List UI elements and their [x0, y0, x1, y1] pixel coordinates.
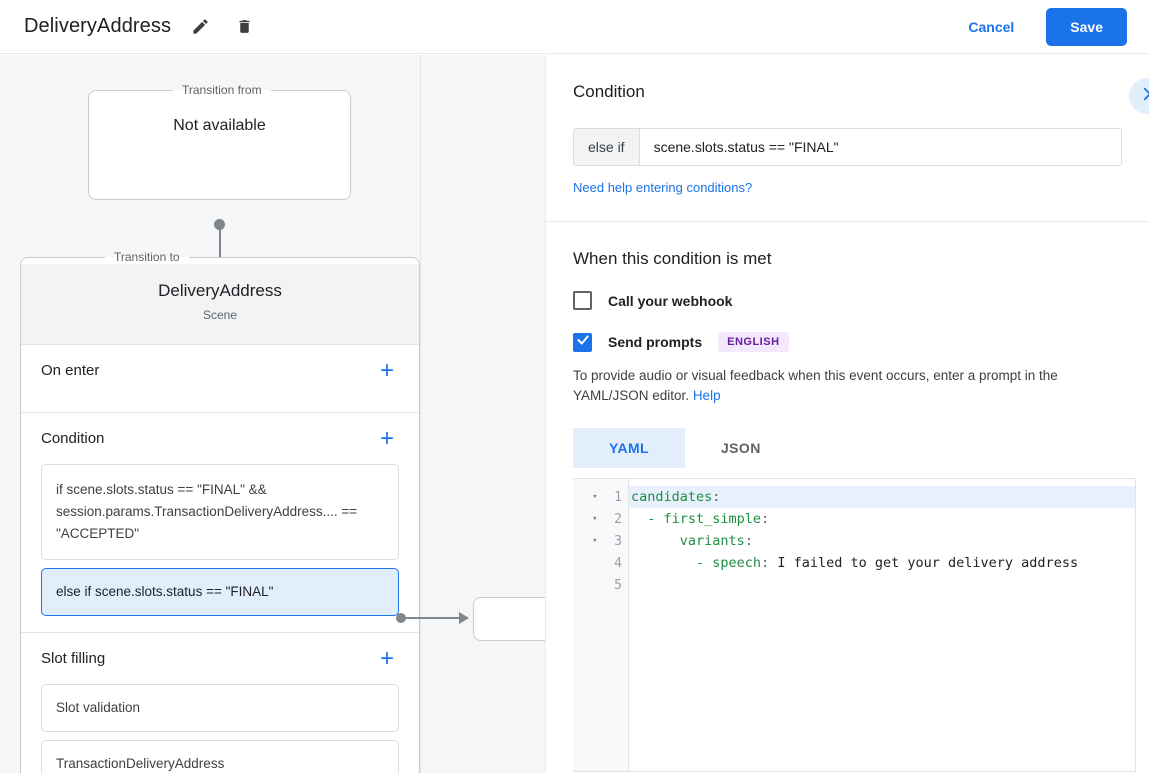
- pencil-icon: [191, 17, 210, 36]
- send-prompts-label: Send prompts: [608, 334, 703, 350]
- tab-yaml[interactable]: YAML: [573, 428, 685, 468]
- add-condition-button[interactable]: +: [379, 424, 394, 452]
- condition-item-selected[interactable]: else if scene.slots.status == "FINAL": [41, 568, 399, 616]
- section-slot-filling: Slot filling + Slot validation Transacti…: [21, 633, 419, 773]
- page-title: DeliveryAddress: [24, 15, 172, 37]
- transition-to-node[interactable]: Transition to DeliveryAddress Scene On e…: [20, 250, 420, 773]
- condition-section: Condition else if Need help entering con…: [546, 55, 1149, 222]
- language-badge: ENGLISH: [718, 332, 789, 352]
- editor-tabs: YAML JSON: [573, 428, 1122, 468]
- flow-canvas[interactable]: Transition from Not available Transition…: [0, 55, 545, 773]
- code-line[interactable]: - first_simple:: [647, 511, 770, 527]
- fold-triangle-icon[interactable]: ▾: [592, 514, 598, 524]
- prompts-hint-text: To provide audio or visual feedback when…: [573, 368, 1058, 403]
- checkmark-icon: [576, 333, 590, 352]
- condition-input-row[interactable]: else if: [573, 128, 1122, 166]
- fold-triangle-icon[interactable]: ▾: [592, 536, 598, 546]
- section-title-on-enter: On enter: [41, 362, 100, 379]
- line-number: 3: [614, 533, 622, 549]
- details-panel: Condition else if Need help entering con…: [546, 55, 1149, 773]
- section-on-enter: On enter +: [21, 345, 419, 413]
- transition-from-legend: Transition from: [182, 83, 262, 97]
- condition-item[interactable]: if scene.slots.status == "FINAL" && sess…: [41, 464, 399, 560]
- send-prompts-checkbox[interactable]: [573, 332, 592, 352]
- trash-icon: [236, 17, 253, 36]
- target-node-clipped[interactable]: [473, 597, 545, 641]
- code-line[interactable]: - speech: I failed to get your delivery …: [696, 555, 1079, 571]
- outgoing-arrow-icon: [459, 612, 469, 624]
- line-number: 1: [614, 489, 622, 505]
- scene-header: DeliveryAddress Scene: [21, 264, 419, 345]
- chevron-right-icon: [1138, 85, 1149, 108]
- scene-type: Scene: [202, 308, 238, 322]
- condition-prefix: else if: [574, 129, 640, 165]
- section-header: Condition +: [41, 413, 399, 464]
- code-line[interactable]: [629, 574, 1135, 596]
- webhook-row[interactable]: Call your webhook: [573, 291, 1122, 310]
- delete-button[interactable]: [229, 12, 259, 42]
- outgoing-connector-dot: [396, 613, 406, 623]
- connector-line: [219, 223, 221, 267]
- save-button[interactable]: Save: [1046, 7, 1127, 46]
- code-line[interactable]: variants:: [679, 533, 753, 549]
- section-condition: Condition + if scene.slots.status == "FI…: [21, 413, 419, 633]
- condition-heading: Condition: [573, 82, 645, 101]
- line-number: 2: [614, 511, 622, 527]
- code-line[interactable]: candidates:: [629, 486, 1135, 508]
- add-slot-filling-button[interactable]: +: [379, 644, 394, 672]
- top-bar: DeliveryAddress Cancel Save: [0, 0, 1149, 54]
- slot-filling-item[interactable]: Slot validation: [41, 684, 399, 732]
- call-webhook-label: Call your webhook: [608, 292, 733, 309]
- editor-code-area[interactable]: candidates: - first_simple: variants: - …: [629, 479, 1135, 771]
- transition-to-legend: Transition to: [114, 250, 180, 264]
- outgoing-connector-line: [404, 617, 462, 619]
- fold-triangle-icon[interactable]: ▾: [592, 492, 598, 502]
- prompts-hint: To provide audio or visual feedback when…: [573, 366, 1122, 406]
- slot-filling-item[interactable]: TransactionDeliveryAddress: [41, 740, 399, 773]
- scene-name: DeliveryAddress: [158, 281, 282, 300]
- condition-help-link[interactable]: Need help entering conditions?: [573, 180, 753, 195]
- when-condition-met-section: When this condition is met Call your web…: [546, 222, 1149, 772]
- transition-from-node[interactable]: Transition from Not available: [88, 83, 351, 200]
- canvas-guide-line: [420, 55, 421, 773]
- editor-gutter: ▾ 1 ▾ 2 ▾ 3 4 5: [573, 479, 629, 771]
- call-webhook-checkbox[interactable]: [573, 291, 592, 310]
- condition-input[interactable]: [639, 129, 1121, 165]
- collapse-panel-button[interactable]: [1129, 78, 1149, 114]
- tab-json[interactable]: JSON: [720, 440, 761, 456]
- gutter-row[interactable]: 4: [573, 552, 628, 574]
- line-number: 5: [614, 577, 622, 593]
- section-title-condition: Condition: [41, 430, 105, 447]
- transition-from-title: Not available: [173, 117, 266, 134]
- add-on-enter-button[interactable]: +: [379, 356, 394, 384]
- prompts-help-link[interactable]: Help: [692, 388, 721, 403]
- cancel-button[interactable]: Cancel: [954, 10, 1028, 44]
- send-prompts-row[interactable]: Send prompts ENGLISH: [573, 332, 1122, 352]
- edit-button[interactable]: [185, 12, 215, 42]
- gutter-row[interactable]: ▾ 1: [573, 486, 628, 508]
- section-title-slot-filling: Slot filling: [41, 650, 106, 667]
- transition-from-body: Not available: [89, 97, 350, 135]
- code-editor[interactable]: ▾ 1 ▾ 2 ▾ 3 4 5: [573, 478, 1136, 772]
- gutter-row[interactable]: ▾ 3: [573, 530, 628, 552]
- when-met-heading: When this condition is met: [573, 249, 772, 268]
- gutter-row[interactable]: 5: [573, 574, 628, 596]
- section-header: Slot filling +: [41, 633, 399, 684]
- section-header: On enter +: [41, 345, 399, 396]
- gutter-row[interactable]: ▾ 2: [573, 508, 628, 530]
- section-separator: [546, 221, 1149, 222]
- line-number: 4: [614, 555, 622, 571]
- panel-divider: [545, 55, 546, 773]
